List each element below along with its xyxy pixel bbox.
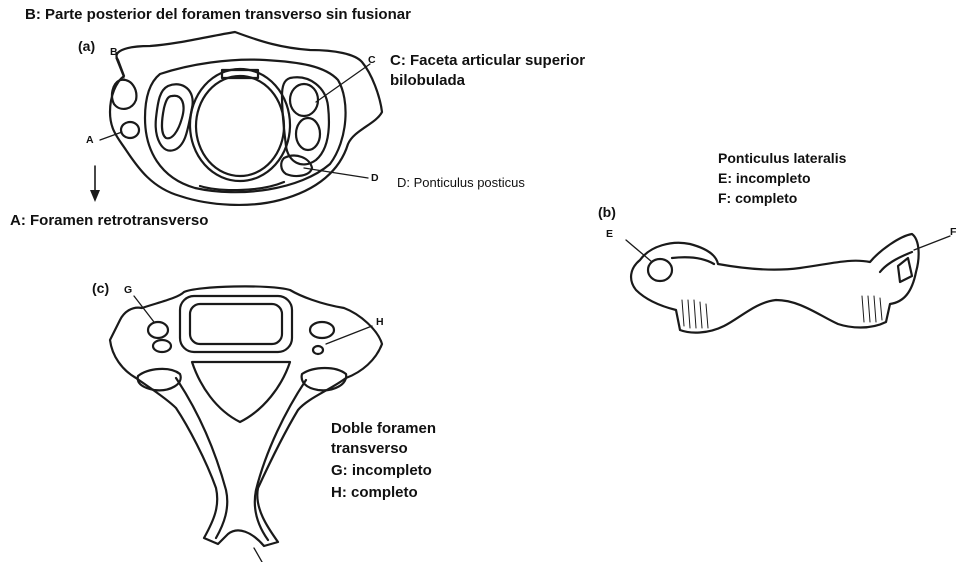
atlas-outline-inner xyxy=(145,60,346,193)
bottom-leader xyxy=(254,548,262,562)
left-articular-process xyxy=(138,369,181,390)
left-lamina-line xyxy=(176,378,227,538)
marker-g: G xyxy=(124,284,132,296)
ponticulus-posticus xyxy=(281,156,312,176)
leader-g xyxy=(134,296,154,322)
spinal-canal-triangle xyxy=(192,362,290,422)
facet-lobe-lower xyxy=(296,118,320,150)
vertebral-foramen xyxy=(190,69,290,181)
c-description-line1: C: Faceta articular superior xyxy=(390,52,585,69)
c-description-line2: bilobulada xyxy=(390,72,465,89)
leader-f xyxy=(914,236,950,250)
marker-d: D xyxy=(371,172,379,184)
panel-a-tag: (a) xyxy=(78,38,95,54)
foramen-b-notch xyxy=(112,80,136,109)
h-description: H: completo xyxy=(331,484,418,501)
vertebral-body-inner xyxy=(190,304,282,344)
figure-title: B: Parte posterior del foramen transvers… xyxy=(25,6,411,23)
vertebral-foramen-inner xyxy=(196,76,284,176)
foramen-h-main xyxy=(310,322,334,338)
left-articular-facet-inner xyxy=(162,96,184,139)
f-description: F: completo xyxy=(718,190,797,206)
marker-b: B xyxy=(110,46,118,58)
a-description: A: Foramen retrotransverso xyxy=(10,212,208,229)
g-description: G: incompleto xyxy=(331,462,432,479)
shading-right xyxy=(862,296,882,322)
groove-e xyxy=(672,257,714,264)
arrow-head-icon xyxy=(90,190,100,202)
panel-c-heading-line2: transverso xyxy=(331,440,408,457)
foramen-f xyxy=(898,258,912,282)
marker-a: A xyxy=(86,134,94,146)
left-articular-facet xyxy=(156,84,193,150)
leader-d xyxy=(304,168,368,178)
panel-c-heading-line1: Doble foramen xyxy=(331,420,436,437)
marker-c: C xyxy=(368,54,376,66)
marker-f: F xyxy=(950,226,956,238)
atlas-top-view xyxy=(90,32,382,205)
right-articular-process xyxy=(302,368,347,390)
d-description: D: Ponticulus posticus xyxy=(397,176,525,191)
panel-b-heading: Ponticulus lateralis xyxy=(718,150,846,166)
e-description: E: incompleto xyxy=(718,170,811,186)
atlas-outline xyxy=(110,32,382,205)
marker-e: E xyxy=(606,228,613,240)
foramen-g-lower xyxy=(153,340,171,352)
foramen-g-upper xyxy=(148,322,168,338)
shading-left xyxy=(682,300,708,328)
process-f-lines xyxy=(880,252,912,272)
panel-c-tag: (c) xyxy=(92,280,109,296)
retrotransverse-foramen xyxy=(121,122,139,138)
atlas-lateral-view xyxy=(626,234,950,333)
facet-lobe-upper xyxy=(290,84,318,116)
panel-b-tag: (b) xyxy=(598,204,616,220)
leader-b xyxy=(116,58,124,78)
marker-h: H xyxy=(376,316,384,328)
foramen-h-accessory xyxy=(313,346,323,354)
